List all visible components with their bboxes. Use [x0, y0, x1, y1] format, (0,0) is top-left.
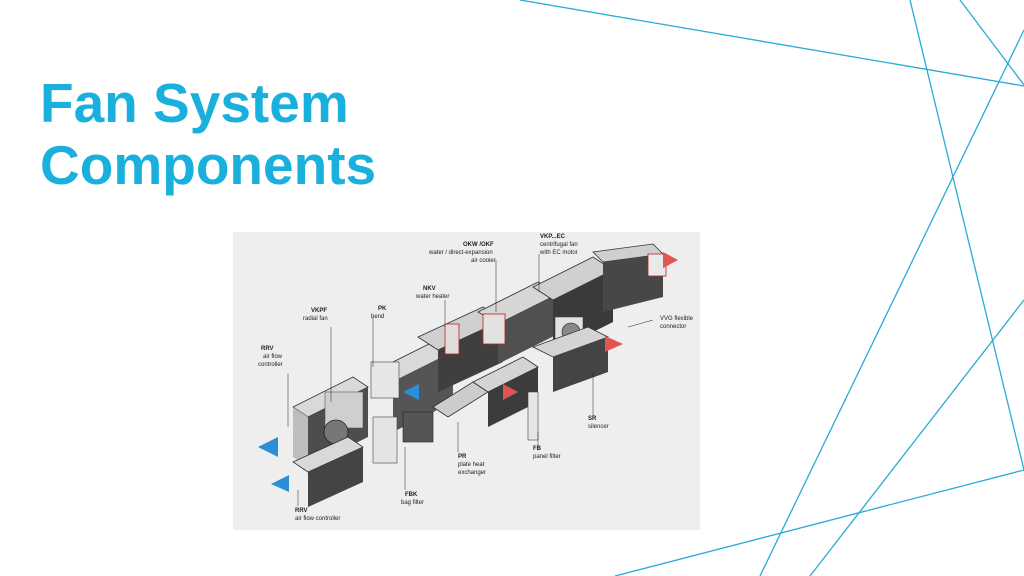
airflow-arrows: [258, 252, 678, 492]
label-vkp-desc2: with EC motor: [539, 250, 578, 256]
deco-line: [759, 29, 1024, 576]
arrow-red-icon: [605, 336, 623, 352]
label-pr-code: PR: [458, 454, 467, 460]
deco-line: [909, 0, 1024, 471]
silencer: [553, 337, 608, 392]
label-fb-desc1: panel filter: [533, 454, 561, 460]
label-okw-desc2: air cooler: [471, 258, 496, 264]
bag-filter: [402, 411, 434, 443]
slide-title-line2: Components: [40, 134, 377, 196]
label-nkv-desc1: water heater: [415, 294, 449, 300]
arrow-blue-icon: [271, 475, 289, 492]
label-sr-code: SR: [588, 416, 597, 422]
label-vkpf-desc1: radial fan: [303, 316, 328, 322]
label-pr-desc2: exchanger: [458, 470, 486, 476]
slide-title: Fan System Components: [40, 72, 376, 196]
water-heater: [444, 323, 460, 355]
slide-title-line1: Fan System: [40, 72, 349, 134]
label-pk-code: PK: [378, 306, 387, 312]
duct-assembly: [292, 243, 667, 507]
diagram-labels: OKW /OKF water / direct-expansion air co…: [258, 234, 694, 522]
filter-panel: [372, 416, 398, 464]
deco-line: [959, 0, 1024, 86]
label-vkp-desc1: centrifugal fan: [540, 242, 578, 248]
diagram-drawing: OKW /OKF water / direct-expansion air co…: [258, 234, 694, 522]
arrow-red-icon: [663, 252, 678, 268]
deco-line: [809, 299, 1024, 576]
label-pr-desc1: plate heat: [458, 462, 485, 468]
label-vkpf-code: VKPF: [311, 308, 327, 314]
duct-section: [498, 294, 558, 364]
bend-panel: [370, 361, 400, 399]
duct-section: [293, 407, 308, 467]
label-rrv2-code: RRV: [295, 508, 308, 514]
duct-section: [308, 447, 363, 507]
panel-filter: [527, 391, 539, 441]
label-okw-desc1: water / direct-expansion: [428, 250, 493, 256]
arrow-blue-icon: [258, 437, 278, 457]
label-fbk-code: FBK: [405, 492, 418, 498]
arrow-red-icon: [503, 384, 518, 400]
label-vvg-desc1: VVG flexible: [660, 316, 694, 322]
leader-lines: [287, 254, 654, 506]
duct-section: [488, 367, 538, 427]
label-sr-desc1: silencer: [588, 424, 609, 430]
label-rrv-desc1: air flow: [263, 354, 283, 360]
label-okw-code: OKW /OKF: [463, 242, 494, 248]
label-rrv-code: RRV: [261, 346, 274, 352]
fan-system-diagram: OKW /OKF water / direct-expansion air co…: [233, 232, 700, 530]
deco-line: [519, 0, 1024, 87]
label-nkv-code: NKV: [423, 286, 436, 292]
label-fbk-desc1: bag filter: [401, 500, 424, 506]
arrow-blue-icon: [403, 384, 419, 400]
label-fb-code: FB: [533, 446, 542, 452]
label-vkp-code: VKP...EC: [540, 234, 566, 240]
label-rrv2-desc1: air flow controller: [295, 516, 340, 522]
deco-line: [614, 469, 1024, 576]
label-pk-desc1: bend: [371, 314, 384, 320]
label-rrv-desc2: controller: [258, 362, 283, 368]
air-cooler: [482, 313, 506, 345]
label-vvg-desc2: connector: [660, 324, 686, 330]
